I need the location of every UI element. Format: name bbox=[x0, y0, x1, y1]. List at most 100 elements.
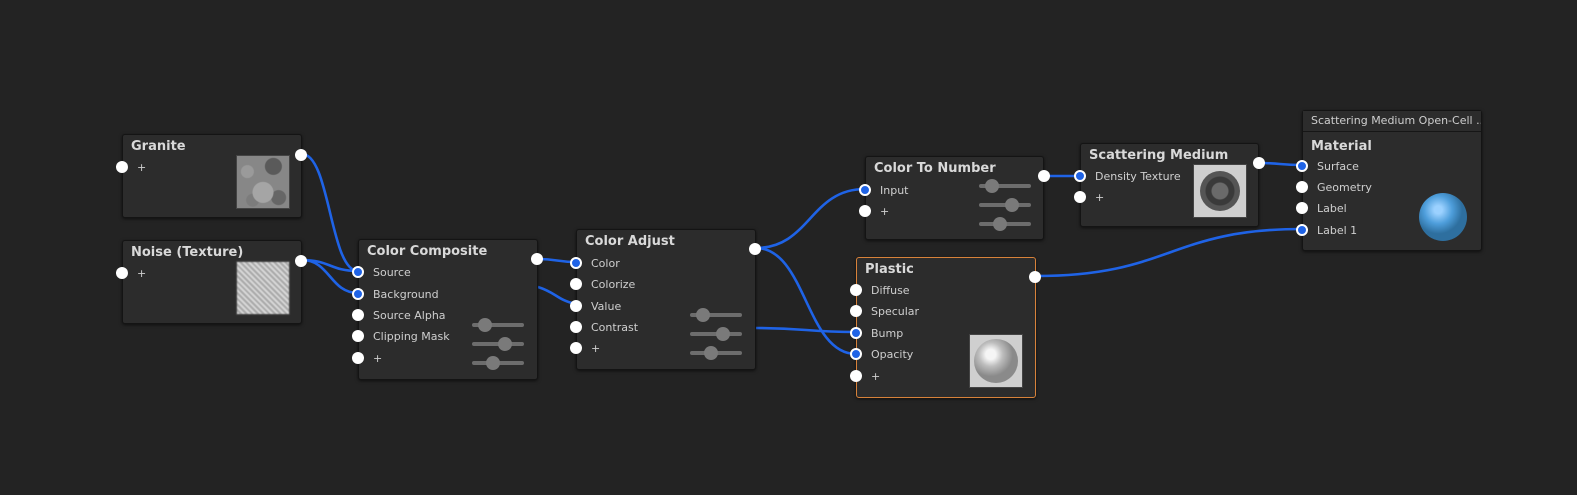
node-title: Plastic bbox=[865, 262, 914, 277]
node-title: Color Adjust bbox=[585, 234, 675, 249]
port-label-source: Source bbox=[373, 266, 411, 279]
wire-noise-to-background bbox=[301, 258, 359, 295]
slider-knob[interactable] bbox=[696, 308, 710, 322]
input-port-bump[interactable] bbox=[850, 327, 862, 339]
node-title: Granite bbox=[131, 139, 186, 154]
slider-knob[interactable] bbox=[1005, 198, 1019, 212]
input-port-colorize[interactable] bbox=[570, 278, 582, 290]
material-node[interactable]: Scattering Medium Open-Cell ... Material… bbox=[1296, 110, 1482, 251]
add-input-port[interactable] bbox=[1074, 191, 1086, 203]
input-port-source-alpha[interactable] bbox=[352, 309, 364, 321]
add-input-port[interactable] bbox=[116, 267, 128, 279]
noise-texture-node[interactable]: Noise (Texture) + bbox=[116, 240, 307, 324]
port-label-background: Background bbox=[373, 288, 439, 301]
node-header: Scattering Medium Open-Cell ... bbox=[1303, 111, 1481, 132]
input-port-clipping-mask[interactable] bbox=[352, 330, 364, 342]
add-input-port[interactable] bbox=[116, 161, 128, 173]
parameter-slider[interactable] bbox=[472, 356, 524, 370]
node-title: Material bbox=[1311, 139, 1372, 154]
output-port[interactable] bbox=[1038, 170, 1050, 182]
scattering-preview-thumbnail bbox=[1193, 164, 1247, 218]
parameter-slider[interactable] bbox=[690, 327, 742, 341]
add-input-port[interactable] bbox=[859, 205, 871, 217]
noise-preview-thumbnail bbox=[236, 261, 290, 315]
node-title: Scattering Medium bbox=[1089, 148, 1229, 163]
port-label-density-texture: Density Texture bbox=[1095, 170, 1181, 183]
input-port-diffuse[interactable] bbox=[850, 284, 862, 296]
port-label: + bbox=[880, 205, 890, 218]
slider-knob[interactable] bbox=[704, 346, 718, 360]
material-preview-sphere bbox=[1419, 193, 1467, 241]
plastic-node[interactable]: Plastic Diffuse Specular Bump Opacity + bbox=[850, 257, 1041, 398]
port-label-surface: Surface bbox=[1317, 160, 1359, 173]
plastic-preview-thumbnail bbox=[969, 334, 1023, 388]
slider-knob[interactable] bbox=[498, 337, 512, 351]
port-label-value: Value bbox=[591, 300, 622, 313]
node-title: Color Composite bbox=[367, 244, 488, 259]
output-port[interactable] bbox=[1029, 271, 1041, 283]
scattering-medium-node[interactable]: Scattering Medium Density Texture + bbox=[1074, 143, 1265, 227]
output-port[interactable] bbox=[531, 253, 543, 265]
port-label-input: Input bbox=[880, 184, 909, 197]
slider-knob[interactable] bbox=[716, 327, 730, 341]
wire-adjust-to-input bbox=[755, 187, 866, 250]
port-label-clipping-mask: Clipping Mask bbox=[373, 330, 450, 343]
port-label: + bbox=[137, 161, 147, 174]
input-port-surface[interactable] bbox=[1296, 160, 1308, 172]
input-port-source[interactable] bbox=[352, 266, 364, 278]
input-port-background[interactable] bbox=[352, 288, 364, 300]
input-port-color[interactable] bbox=[570, 257, 582, 269]
granite-node[interactable]: Granite + bbox=[116, 134, 307, 218]
parameter-slider[interactable] bbox=[472, 318, 524, 332]
wire-plastic-to-label1 bbox=[1035, 227, 1303, 278]
output-port[interactable] bbox=[1253, 157, 1265, 169]
wire-adjust-to-opacity bbox=[755, 246, 857, 356]
color-composite-node[interactable]: Color Composite Source Background Source… bbox=[352, 239, 543, 380]
node-title: Noise (Texture) bbox=[131, 245, 244, 260]
output-port[interactable] bbox=[295, 149, 307, 161]
add-input-port[interactable] bbox=[850, 370, 862, 382]
node-title: Color To Number bbox=[874, 161, 996, 176]
input-port-opacity[interactable] bbox=[850, 348, 862, 360]
wire-granite-to-source bbox=[301, 152, 359, 273]
input-port-input[interactable] bbox=[859, 184, 871, 196]
input-port-contrast[interactable] bbox=[570, 321, 582, 333]
port-label-diffuse: Diffuse bbox=[871, 284, 910, 297]
input-port-value[interactable] bbox=[570, 300, 582, 312]
color-to-number-node[interactable]: Color To Number Input + bbox=[859, 156, 1050, 240]
output-port[interactable] bbox=[295, 255, 307, 267]
output-port[interactable] bbox=[749, 243, 761, 255]
granite-preview-thumbnail bbox=[236, 155, 290, 209]
input-port-label-1[interactable] bbox=[1296, 224, 1308, 236]
input-port-specular[interactable] bbox=[850, 305, 862, 317]
port-label-color: Color bbox=[591, 257, 620, 270]
slider-knob[interactable] bbox=[486, 356, 500, 370]
parameter-slider[interactable] bbox=[690, 308, 742, 322]
port-label-contrast: Contrast bbox=[591, 321, 639, 334]
input-port-label[interactable] bbox=[1296, 202, 1308, 214]
slider-knob[interactable] bbox=[993, 217, 1007, 231]
color-adjust-node[interactable]: Color Adjust Color Colorize Value Contra… bbox=[570, 229, 761, 370]
port-label-label-1: Label 1 bbox=[1317, 224, 1358, 237]
port-label: + bbox=[373, 352, 383, 365]
wire-noise-to-source bbox=[301, 258, 359, 273]
slider-knob[interactable] bbox=[985, 179, 999, 193]
parameter-slider[interactable] bbox=[979, 179, 1031, 193]
port-label: + bbox=[1095, 191, 1105, 204]
parameter-slider[interactable] bbox=[979, 217, 1031, 231]
port-label-colorize: Colorize bbox=[591, 278, 636, 291]
add-input-port[interactable] bbox=[570, 342, 582, 354]
port-label: + bbox=[871, 370, 881, 383]
port-label: + bbox=[137, 267, 147, 280]
port-label-opacity: Opacity bbox=[871, 348, 914, 361]
parameter-slider[interactable] bbox=[690, 346, 742, 360]
parameter-slider[interactable] bbox=[472, 337, 524, 351]
slider-knob[interactable] bbox=[478, 318, 492, 332]
input-port-geometry[interactable] bbox=[1296, 181, 1308, 193]
input-port-density-texture[interactable] bbox=[1074, 170, 1086, 182]
add-input-port[interactable] bbox=[352, 352, 364, 364]
port-label-bump: Bump bbox=[871, 327, 904, 340]
port-label: + bbox=[591, 342, 601, 355]
parameter-slider[interactable] bbox=[979, 198, 1031, 212]
